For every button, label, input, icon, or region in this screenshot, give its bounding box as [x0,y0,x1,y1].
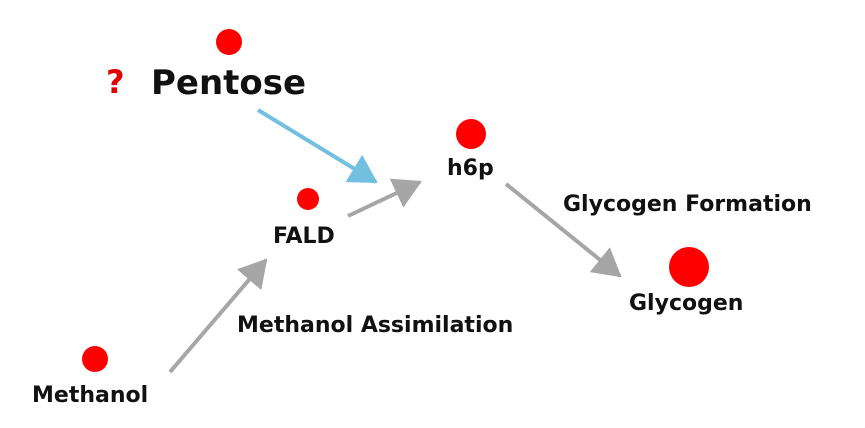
arrow-pentose-to-h6p [256,108,378,184]
pentose-label: Pentose [151,63,307,103]
question-mark: ? [106,63,125,101]
fald-label: FALD [273,224,335,249]
methanol-dot [82,346,108,372]
pentose-dot [216,29,242,55]
glycogen-dot [669,247,709,287]
glycogen-formation-label: Glycogen Formation [563,192,812,217]
glycogen-label: Glycogen [629,291,744,316]
fald-dot [297,188,319,210]
h6p-label: h6p [447,156,494,181]
arrow-h6p-to-glycogen [504,182,622,278]
arrow-methanol-to-fald [168,258,268,374]
h6p-dot [456,119,486,149]
arrow-fald-to-h6p [347,178,422,218]
methanol-label: Methanol [32,383,149,408]
methanol-assimilation-label: Methanol Assimilation [237,313,514,338]
